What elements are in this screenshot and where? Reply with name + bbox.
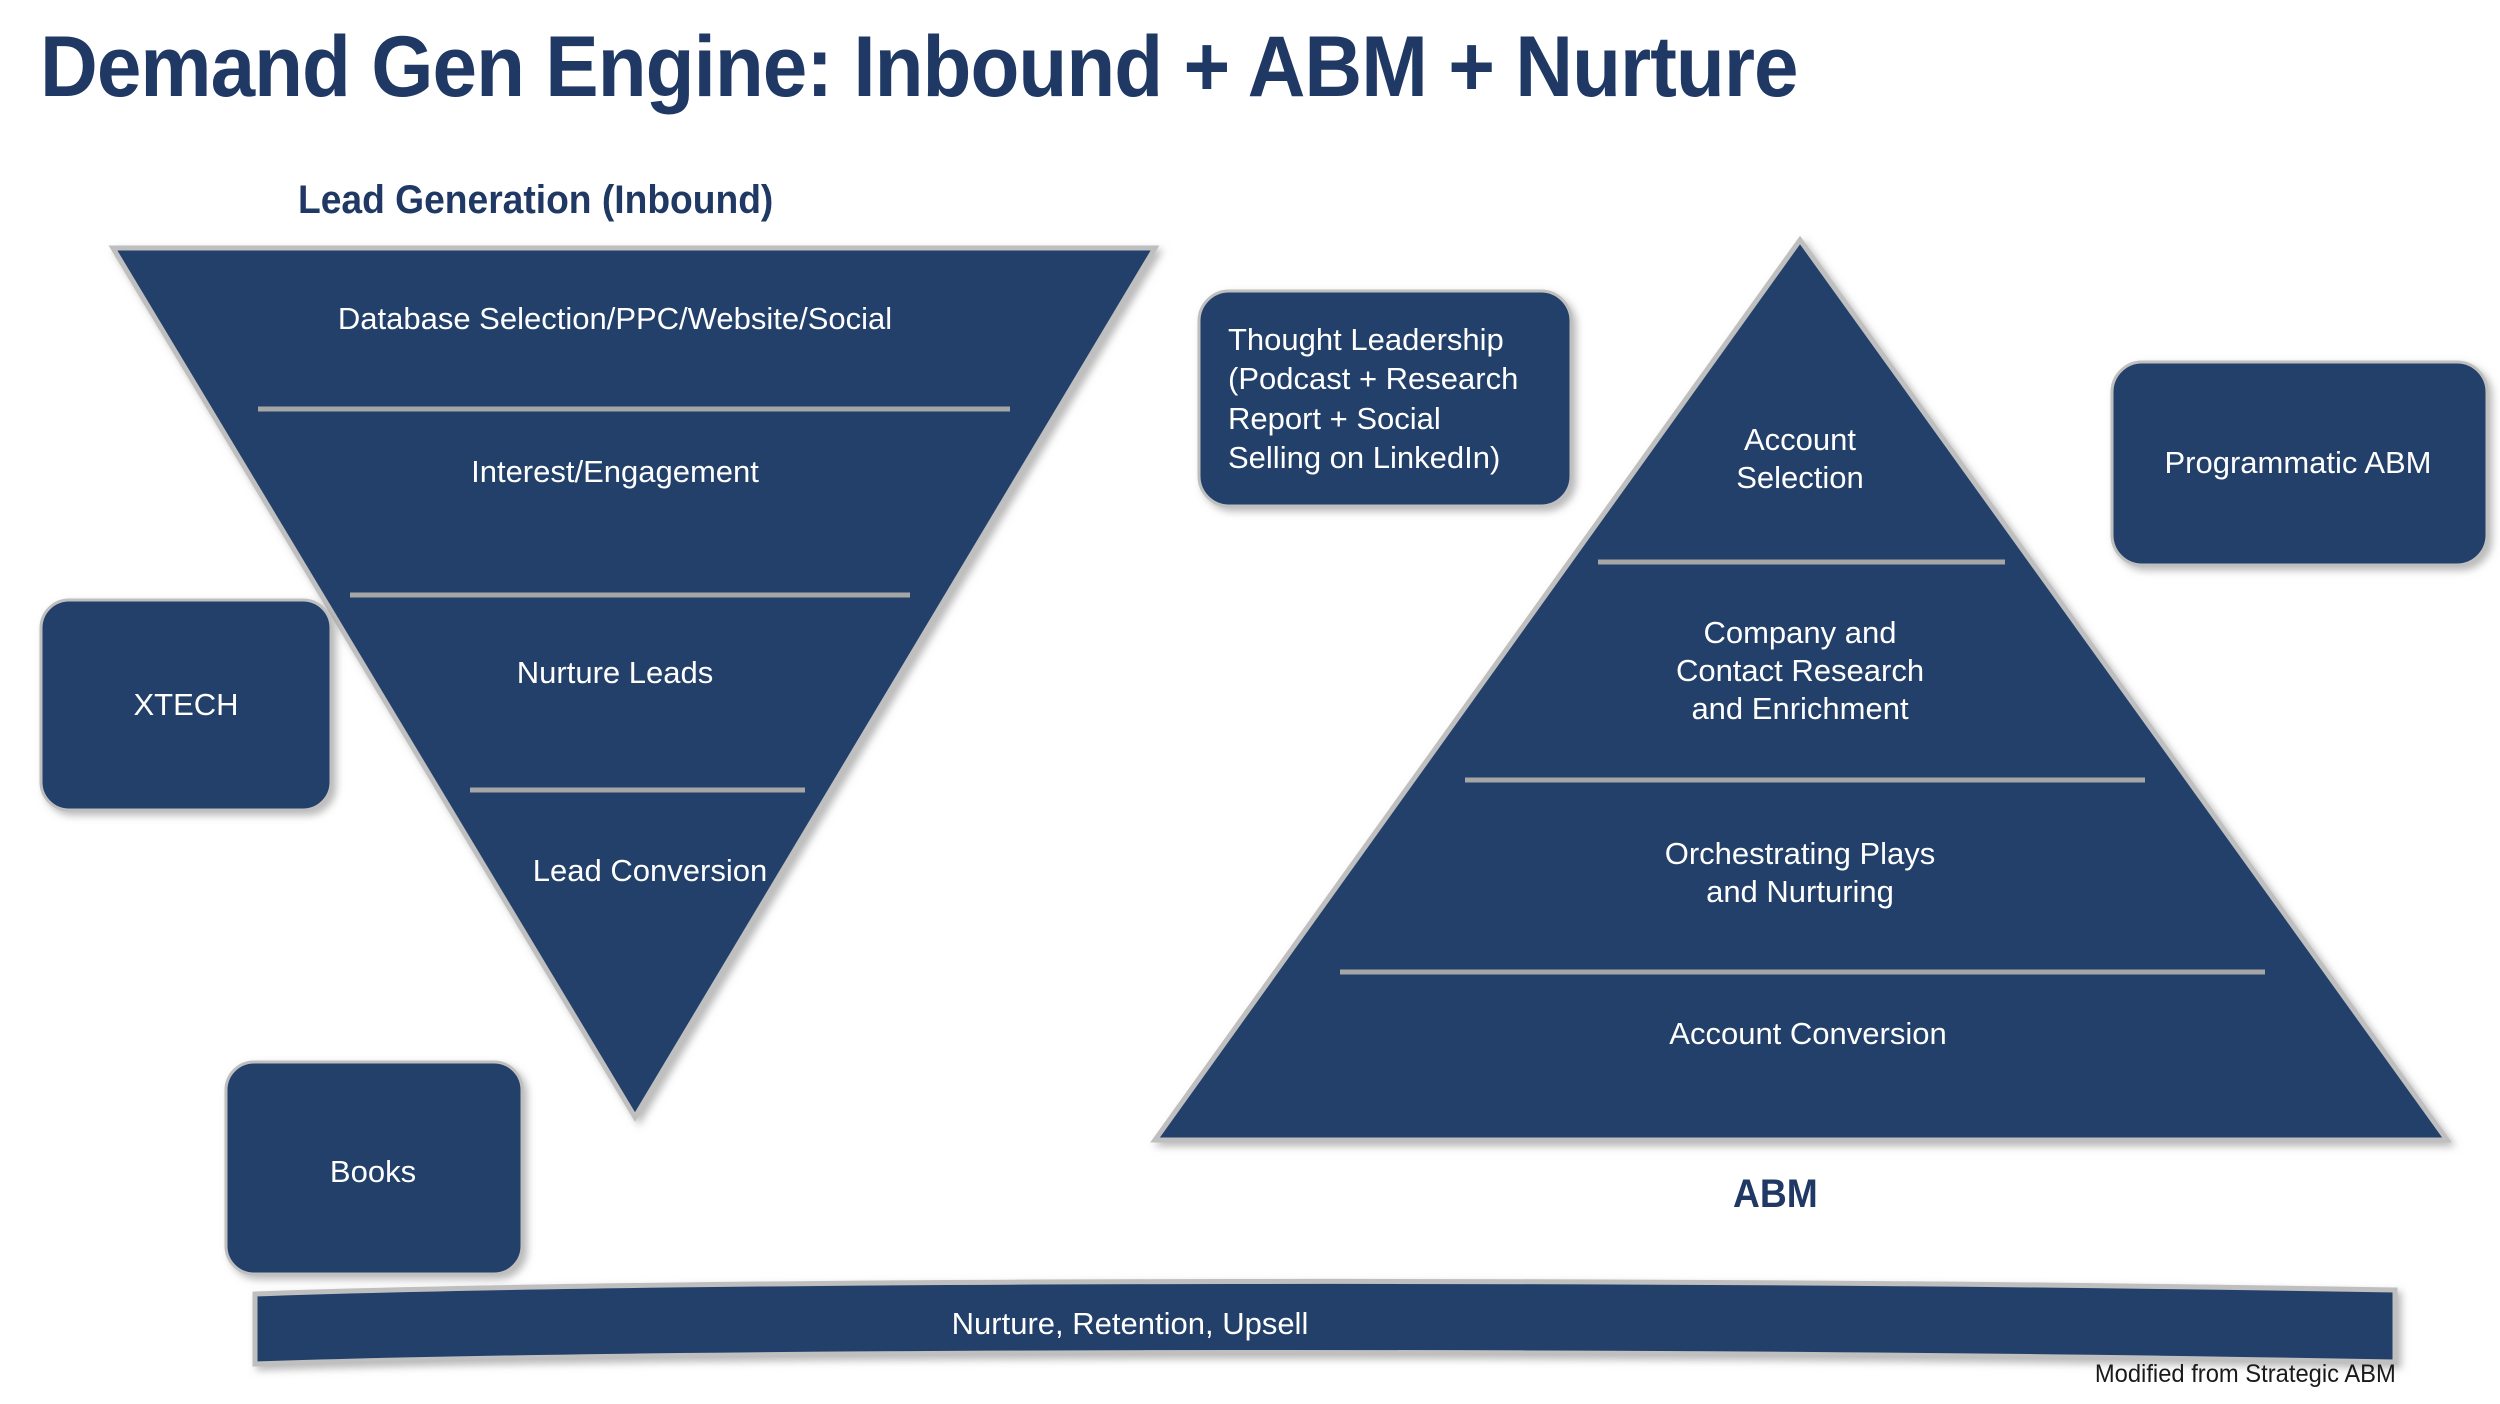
callout-box-books[interactable] xyxy=(224,1060,524,1276)
pyramid-heading: ABM xyxy=(1733,1172,1818,1216)
pyramid-stage-label: Orchestrating Plays and Nurturing xyxy=(1664,836,1936,909)
funnel-stage-label: Lead Conversion xyxy=(532,853,768,888)
pyramid-stage-label: Account Conversion xyxy=(1669,1016,1947,1051)
nurture-ribbon-label: Nurture, Retention, Upsell xyxy=(951,1306,1309,1341)
funnel-stage-label: Database Selection/PPC/Website/Social xyxy=(337,301,893,336)
funnel-stage-label: Nurture Leads xyxy=(516,655,714,690)
callout-label-programmatic-abm: Programmatic ABM xyxy=(2164,445,2432,480)
callout-box-thought-leadership[interactable] xyxy=(1197,289,1573,508)
page-title: Demand Gen Engine: Inbound + ABM + Nurtu… xyxy=(40,19,1799,115)
funnel-stage-label: Interest/Engagement xyxy=(471,454,759,489)
footer-credit: Modified from Strategic ABM xyxy=(2095,1360,2396,1388)
callout-label-books: Books xyxy=(329,1154,417,1189)
callout-box-xtech[interactable] xyxy=(39,598,333,812)
callout-label-thought-leadership: Thought Leadership (Podcast + Research R… xyxy=(1228,322,1519,476)
pyramid-stage-label: Company and Contact Research and Enrichm… xyxy=(1675,615,1925,726)
callout-box-programmatic-abm[interactable] xyxy=(2110,360,2489,567)
pyramid-stage-label: Account Selection xyxy=(1736,422,1864,495)
callout-label-xtech: XTECH xyxy=(133,687,239,722)
nurture-ribbon-shape xyxy=(252,1278,2398,1367)
lead-gen-funnel-shape xyxy=(108,245,1160,1122)
abm-pyramid-shape xyxy=(1150,235,2452,1143)
funnel-heading: Lead Generation (Inbound) xyxy=(298,178,774,222)
